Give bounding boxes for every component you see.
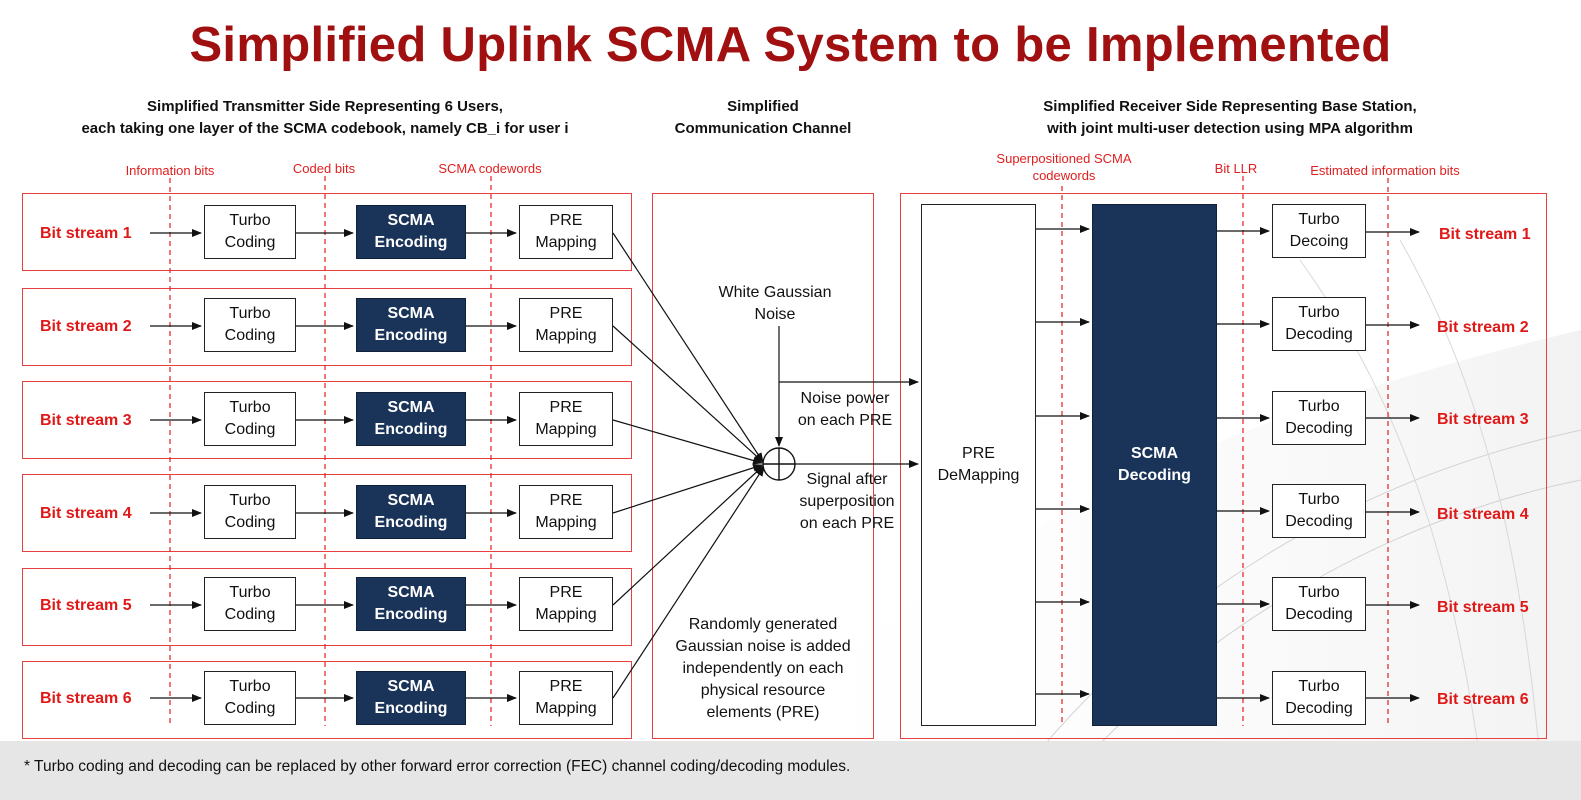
tx-stream-label: Bit stream 4: [40, 505, 132, 522]
scma-encoding-block: SCMA Encoding: [356, 392, 466, 446]
rx-stream-label: Bit stream 6: [1437, 691, 1529, 708]
turbo-decoding-block: Turbo Decoding: [1272, 577, 1366, 631]
scma-encoding-block: SCMA Encoding: [356, 671, 466, 725]
scma-encoding-block: SCMA Encoding: [356, 577, 466, 631]
tx-stream-label: Bit stream 5: [40, 597, 132, 614]
pre-mapping-block: PRE Mapping: [519, 671, 613, 725]
scma-encoding-block: SCMA Encoding: [356, 205, 466, 259]
turbo-coding-block: Turbo Coding: [204, 205, 296, 259]
pre-demapping-block: PRE DeMapping: [921, 204, 1036, 726]
information-bits-label: Information bits: [125, 163, 215, 178]
channel-description: Randomly generated Gaussian noise is add…: [675, 616, 851, 721]
receiver-heading: Simplified Receiver Side Representing Ba…: [1043, 98, 1417, 137]
footer-bar: [0, 741, 1581, 800]
rx-stream-label: Bit stream 4: [1437, 506, 1529, 523]
scma-decoding-block: SCMA Decoding: [1092, 204, 1217, 726]
coded-bits-label: Coded bits: [292, 161, 356, 176]
pre-mapping-block: PRE Mapping: [519, 577, 613, 631]
tx-user-panel: [22, 661, 632, 739]
rx-stream-label: Bit stream 3: [1437, 411, 1529, 428]
scma-codewords-label: SCMA codewords: [438, 161, 542, 176]
turbo-decoding-block: Turbo Decoding: [1272, 297, 1366, 351]
bit-llr-label: Bit LLR: [1214, 161, 1258, 176]
pre-mapping-block: PRE Mapping: [519, 485, 613, 539]
pre-mapping-block: PRE Mapping: [519, 298, 613, 352]
turbo-coding-block: Turbo Coding: [204, 577, 296, 631]
turbo-decoding-block: Turbo Decoing: [1272, 204, 1366, 258]
turbo-coding-block: Turbo Coding: [204, 485, 296, 539]
turbo-decoding-block: Turbo Decoding: [1272, 484, 1366, 538]
turbo-coding-block: Turbo Coding: [204, 671, 296, 725]
slide-title: Simplified Uplink SCMA System to be Impl…: [189, 18, 1392, 72]
receiver-panel: [900, 193, 1547, 739]
tx-stream-label: Bit stream 6: [40, 690, 132, 707]
white-gaussian-noise-label: White Gaussian Noise: [718, 284, 832, 323]
rx-stream-label: Bit stream 5: [1437, 599, 1529, 616]
rx-stream-label: Bit stream 2: [1437, 319, 1529, 336]
channel-heading: Simplified Communication Channel: [674, 98, 852, 137]
turbo-coding-block: Turbo Coding: [204, 298, 296, 352]
rx-stream-label: Bit stream 1: [1439, 226, 1531, 243]
tx-stream-label: Bit stream 2: [40, 318, 132, 335]
turbo-decoding-block: Turbo Decoding: [1272, 391, 1366, 445]
scma-encoding-block: SCMA Encoding: [356, 485, 466, 539]
pre-mapping-block: PRE Mapping: [519, 392, 613, 446]
tx-stream-label: Bit stream 1: [40, 225, 132, 242]
signal-after-superposition-label: Signal after superposition on each PRE: [799, 471, 895, 532]
tx-stream-label: Bit stream 3: [40, 412, 132, 429]
noise-power-label: Noise power on each PRE: [797, 390, 893, 429]
pre-mapping-block: PRE Mapping: [519, 205, 613, 259]
tx-user-panel: [22, 193, 632, 271]
turbo-decoding-block: Turbo Decoding: [1272, 671, 1366, 725]
transmitter-heading: Simplified Transmitter Side Representing…: [81, 98, 569, 137]
estimated-bits-label: Estimated information bits: [1310, 163, 1460, 178]
scma-encoding-block: SCMA Encoding: [356, 298, 466, 352]
turbo-coding-block: Turbo Coding: [204, 392, 296, 446]
superpositioned-codewords-label: Superpositioned SCMA codewords: [996, 151, 1132, 183]
footnote: * Turbo coding and decoding can be repla…: [24, 758, 851, 775]
